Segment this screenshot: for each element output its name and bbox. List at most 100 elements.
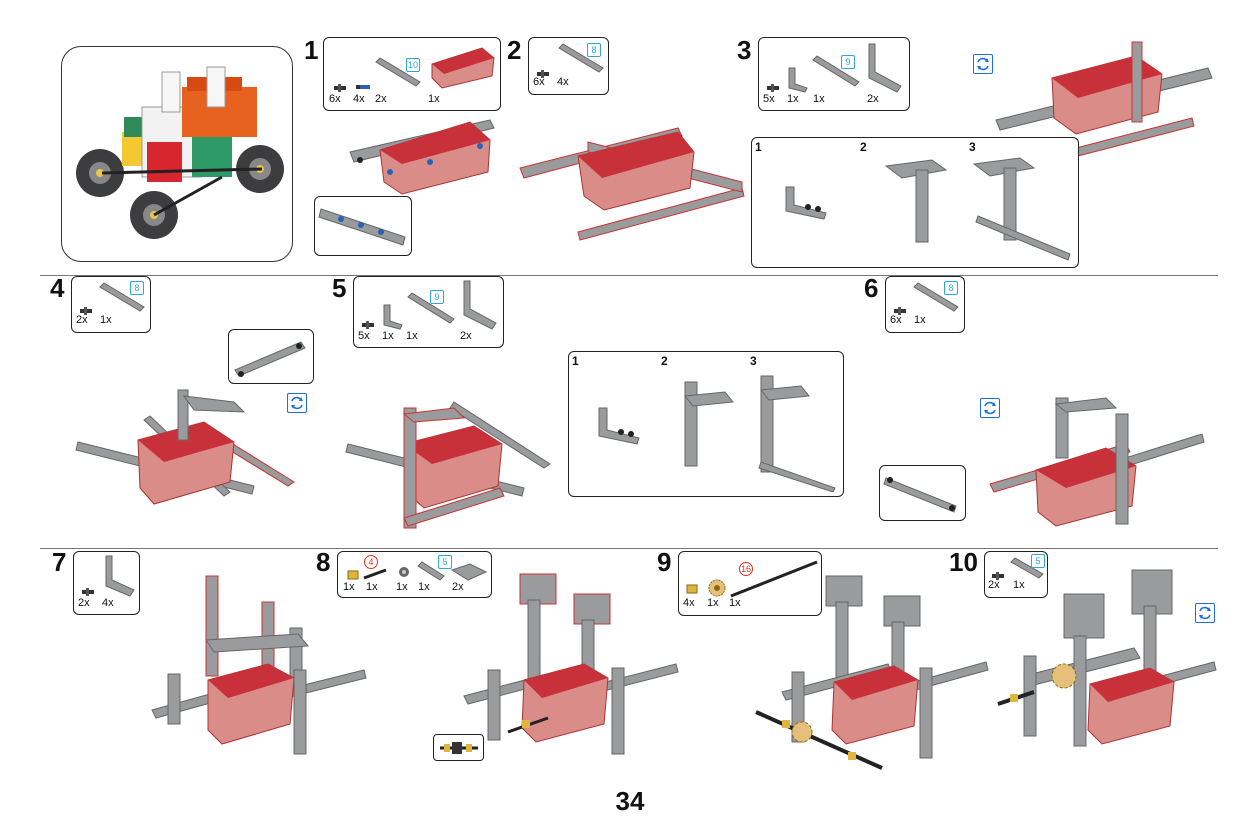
small-angle-icon (383, 304, 403, 330)
parts-box: 4x 1x 16 1x (678, 551, 822, 616)
part-qty: 2x (375, 93, 387, 105)
step-number: 2 (507, 35, 522, 65)
substep-number: 1 (572, 354, 579, 368)
parts-box: 6x 8 4x (528, 37, 609, 95)
substep-illustration (758, 375, 836, 492)
axle-icon (363, 568, 387, 580)
angle-beam-icon (105, 555, 135, 597)
part-qty: 1x (100, 314, 112, 326)
step-2-assembly-illustration (519, 127, 745, 241)
battery-box-icon (431, 47, 495, 89)
part-qty: 1x (1013, 579, 1025, 591)
part-qty: 6x (890, 314, 902, 326)
part-qty: 2x (988, 579, 1000, 591)
substep-illustration (972, 157, 1071, 261)
part-qty: 1x (813, 93, 825, 105)
step-number: 7 (52, 547, 67, 577)
pin-icon (80, 307, 92, 315)
part-qty: 1x (396, 581, 408, 593)
step-4-assembly-illustration (75, 389, 295, 505)
part-qty: 6x (329, 93, 341, 105)
step-number: 3 (737, 35, 752, 65)
part-qty: 1x (343, 581, 355, 593)
page-number: 34 (615, 786, 645, 816)
detail-callout (879, 465, 966, 521)
beam-length-badge: 8 (130, 281, 144, 295)
beam-length-badge: 5 (438, 555, 452, 569)
rotate-model-icon (980, 398, 1000, 418)
substep-illustration (884, 159, 948, 243)
beam-icon (1010, 557, 1044, 579)
substeps-box: 1 2 3 (568, 351, 844, 497)
beam-icon (558, 43, 604, 73)
step-10-assembly-illustration (997, 569, 1217, 747)
step-7-assembly-illustration (151, 575, 367, 755)
bushing-icon (347, 570, 359, 580)
part-qty: 1x (382, 330, 394, 342)
part-qty: 1x (787, 93, 799, 105)
step-number: 4 (50, 273, 65, 303)
part-qty: 1x (729, 597, 741, 609)
part-qty: 1x (914, 314, 926, 326)
detail-callout (433, 734, 484, 761)
part-qty: 4x (557, 76, 569, 88)
step-9-assembly-illustration (755, 575, 989, 770)
part-qty: 4x (353, 93, 365, 105)
step-1-assembly-illustration (349, 119, 495, 195)
step-3-assembly-illustration (995, 41, 1213, 157)
substeps-box: 1 2 3 (751, 137, 1079, 268)
beam-length-badge: 10 (406, 58, 420, 72)
beam-length-badge: 9 (430, 290, 444, 304)
pin-icon (82, 588, 94, 596)
substep-number: 2 (661, 354, 668, 368)
part-qty: 1x (366, 581, 378, 593)
beam-icon (407, 292, 455, 324)
axle-length-badge: 16 (739, 562, 753, 576)
beam-icon (913, 282, 959, 312)
parts-box: 6x 8 1x (885, 276, 965, 333)
step-6-assembly-illustration (989, 397, 1205, 527)
parts-box: 5x 1x 9 1x 2x (758, 37, 910, 111)
part-qty: 1x (707, 597, 719, 609)
part-qty: 4x (683, 597, 695, 609)
rotate-model-icon (973, 54, 993, 74)
detail-callout (228, 329, 314, 384)
beam-length-badge: 8 (944, 281, 958, 295)
part-qty: 5x (358, 330, 370, 342)
axle-length-badge: 4 (364, 555, 378, 569)
parts-box: 1x 4 1x 1x 5 1x 2x (337, 551, 492, 598)
substep-illustration (684, 381, 734, 467)
substep-illustration (785, 186, 827, 220)
angle-beam-icon (868, 43, 902, 93)
substep-number: 3 (969, 140, 976, 154)
beam-length-badge: 9 (841, 55, 855, 69)
pin-icon (362, 321, 374, 329)
part-qty: 1x (418, 581, 430, 593)
step-number: 10 (949, 547, 978, 577)
axle-icon (730, 560, 818, 598)
parts-box: 2x 5 1x (984, 551, 1048, 598)
part-qty: 2x (867, 93, 879, 105)
part-qty: 1x (428, 93, 440, 105)
step-number: 1 (304, 35, 319, 65)
pin-icon (334, 84, 346, 92)
step-number: 9 (657, 547, 672, 577)
angle-beam-icon (463, 280, 497, 330)
part-qty: 5x (763, 93, 775, 105)
part-qty: 2x (78, 597, 90, 609)
rotate-model-icon (1195, 603, 1215, 623)
pin-icon (992, 572, 1004, 580)
pin-icon (767, 84, 779, 92)
part-qty: 2x (460, 330, 472, 342)
parts-box: 2x 4x (73, 551, 140, 615)
step-5-assembly-illustration (345, 401, 551, 529)
beam-length-badge: 8 (587, 43, 601, 57)
rotate-model-icon (287, 393, 307, 413)
row-divider (40, 548, 1218, 549)
detail-callout (314, 196, 412, 256)
step-number: 6 (864, 273, 879, 303)
beam-icon (417, 561, 445, 581)
part-qty: 1x (406, 330, 418, 342)
step-number: 8 (316, 547, 331, 577)
gear-icon (708, 579, 726, 597)
